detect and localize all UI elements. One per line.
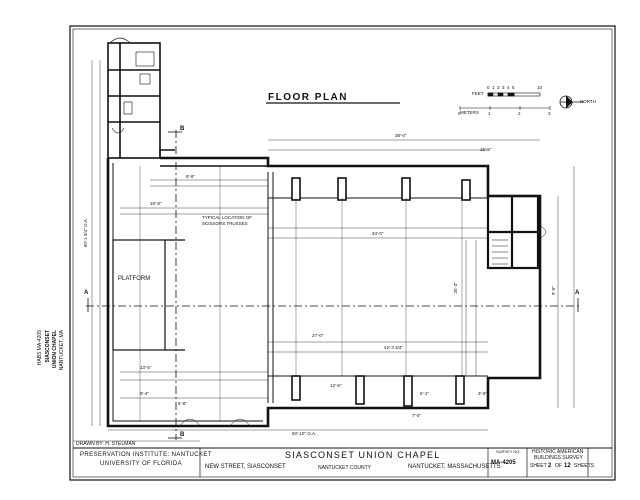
door-swings — [179, 225, 547, 427]
platform-area — [112, 239, 185, 351]
structure-grid — [139, 166, 463, 421]
habs-line1: HISTORIC AMERICAN — [532, 449, 584, 455]
side-strip-line3: NANTUCKET, MA — [59, 330, 65, 371]
scale-tick-5: 5 — [512, 85, 515, 90]
dim-label: 13'-5" — [140, 365, 152, 370]
address-county: NANTUCKET COUNTY — [318, 465, 371, 471]
dim-label: 8'-9" — [186, 174, 195, 179]
scale-m-tick-1: 1 — [488, 111, 491, 116]
side-strip-line4: HABS MA-4205 — [37, 330, 43, 366]
scale-tick-0: 0 — [487, 85, 490, 90]
section-cut-a — [86, 298, 580, 312]
dim-label: 42'-3 3/4" — [384, 345, 403, 350]
tower-walls — [486, 194, 540, 270]
top-buttresses — [291, 177, 471, 201]
habs-line2: BUILDINGS SURVEY — [534, 455, 583, 461]
scale-m-tick-2: 2 — [518, 111, 521, 116]
platform-label: PLATFORM — [118, 276, 151, 282]
left-wing-walls — [159, 149, 268, 167]
side-strip-line1: SIASCONSET — [45, 330, 51, 363]
dim-label: 34'-0" — [372, 231, 384, 236]
vestibule-walls — [107, 42, 161, 159]
sheet-total: 12 — [564, 463, 571, 469]
drawing-title: FLOOR PLAN — [268, 92, 348, 103]
scale-m-tick-3: 3 — [548, 111, 551, 116]
title-block-lines — [73, 440, 612, 477]
north-arrow-icon — [559, 95, 584, 109]
institute-line2: UNIVERSITY OF FLORIDA — [100, 461, 182, 467]
sheet-no: 2 — [548, 463, 552, 469]
section-b-top: B — [180, 126, 185, 132]
survey-no: MA-4205 — [491, 460, 516, 466]
dim-label: 50'-1 3/4" O.A. — [83, 218, 88, 248]
institute-line1: PRESERVATION INSTITUTE: NANTUCKET — [80, 452, 212, 458]
scale-tick-4: 4 — [507, 85, 510, 90]
scale-tick-2: 2 — [497, 85, 500, 90]
dim-label: 6'-1" — [420, 391, 429, 396]
dim-label: 3'-6" — [478, 391, 487, 396]
dimension-lines — [91, 60, 575, 431]
bottom-buttresses — [291, 375, 465, 407]
sheets-label: SHEETS — [574, 463, 595, 469]
section-a-left: A — [84, 290, 89, 296]
project-title: SIASCONSET UNION CHAPEL — [285, 450, 441, 460]
outer-border — [69, 25, 616, 481]
dim-label: 60'-10" O.A. — [292, 431, 317, 436]
scale-tick-10: 10 — [537, 85, 543, 90]
dim-label: 9'-5" — [551, 286, 556, 295]
inner-border — [72, 28, 613, 478]
north-label: NORTH — [580, 99, 596, 104]
scale-feet-label: FEET — [472, 91, 484, 96]
section-cut-b — [168, 130, 182, 440]
dim-label: 25'-3" — [453, 282, 458, 294]
scale-tick-3: 3 — [502, 85, 505, 90]
sheet-label: SHEET — [530, 463, 547, 469]
dim-label: 27'-0" — [312, 333, 324, 338]
scale-meters-label: METERS — [460, 110, 479, 115]
section-b-bottom: B — [180, 432, 185, 438]
section-a-right: A — [575, 290, 580, 296]
scale-bar — [459, 92, 551, 110]
truss-note-1: TYPICAL LOCATION OF — [202, 215, 253, 220]
vestibule-fixtures — [109, 37, 155, 134]
scale-m-tick-0: 0 — [458, 111, 461, 116]
address-state: NANTUCKET, MASSACHUSETTS — [408, 464, 501, 470]
survey-no-label: SURVEY NO. — [496, 449, 521, 454]
dim-label: 38'-0" — [395, 133, 407, 138]
truss-note-2: SCISSORS TRUSSES — [202, 221, 248, 226]
dim-label: 8'-4" — [140, 391, 149, 396]
sheet-of: OF — [555, 463, 562, 469]
dim-label: 12'-5" — [330, 383, 342, 388]
drawn-by: DRAWN BY: H. STELMAN — [76, 441, 136, 447]
address-street: NEW STREET, SIASCONSET — [205, 464, 286, 470]
dim-label: 7'-0" — [412, 413, 421, 418]
side-strip-line2: UNION CHAPEL — [52, 330, 58, 369]
scale-tick-1: 1 — [492, 85, 495, 90]
dim-label: 5'-8" — [178, 401, 187, 406]
dim-label: 16'-5" — [480, 147, 492, 152]
dim-label: 18'-8" — [150, 201, 162, 206]
tower-stair — [492, 239, 508, 265]
